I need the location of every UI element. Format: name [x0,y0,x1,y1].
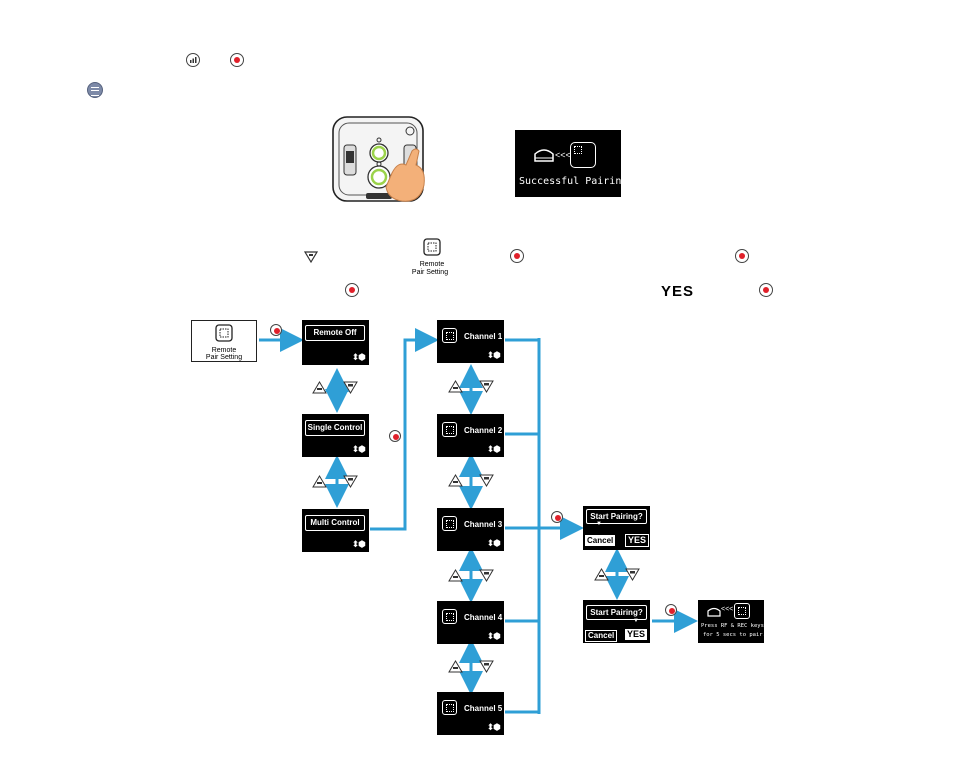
nav-arrows-icon: ⬍⬢ [486,538,501,548]
rec-button-icon [759,283,773,297]
channel-icon [442,328,457,343]
yes-option: YES [625,534,650,547]
channel-label: Channel 3 [464,520,503,529]
box-label-line2: Pair Setting [205,354,243,361]
up-button-icon [448,474,463,487]
remote-pair-setting-icon: Remote Pair Setting [410,238,454,277]
screen-label: Single Control [305,420,365,436]
channel-icon [442,516,457,531]
down-button-icon [479,660,494,673]
signal-chevrons: <<< [555,150,571,160]
single-control-screen: Single Control ⬍⬢ [302,414,369,457]
down-button-icon [479,569,494,582]
box-label-line1: Remote [211,347,237,354]
pairing-prompt: Start Pairing? [586,605,647,620]
remote-pair-setting-line2: Pair Setting [411,269,449,276]
channel-2-screen: Channel 2 ⬍⬢ [437,414,504,457]
rec-button-icon [510,249,524,263]
rec-button-icon [735,249,749,263]
selection-caret: ▼ [633,618,639,624]
rec-button-icon [389,430,401,442]
pairing-wait-line2: for 5 secs to pair... [703,632,773,638]
start-pairing-yes-screen: Start Pairing? ▼ Cancel YES [583,600,650,643]
pairing-wait-screen: <<< Press RF & REC keys for 5 secs to pa… [698,600,773,643]
signal-button-icon [186,53,200,67]
up-button-icon [448,660,463,673]
channel-label: Channel 1 [464,332,503,341]
pairing-success-text: Successful Pairing! [519,176,634,187]
start-pairing-cancel-screen: Start Pairing? ▼ Cancel YES [583,506,650,550]
channel-1-screen: Channel 1 ⬍⬢ [437,320,504,363]
channel-label: Channel 5 [464,704,503,713]
rec-button-icon [230,53,244,67]
pairing-prompt: Start Pairing? [586,509,647,524]
up-button-icon [594,568,609,581]
rec-button-icon [665,604,677,616]
yes-label: YES [661,283,695,300]
remote-device-illustration [332,116,425,202]
selection-caret: ▼ [596,521,602,527]
screen-label: Remote Off [305,325,365,341]
yes-option-selected: YES [625,629,648,640]
channel-label: Channel 2 [464,426,503,435]
up-button-icon [312,381,327,394]
cancel-option-selected: Cancel [585,535,616,546]
rec-button-icon [551,511,563,523]
nav-arrows-icon: ⬍⬢ [486,444,501,454]
note-icon [87,82,103,98]
channel-icon [442,422,457,437]
rec-button-icon [345,283,359,297]
channel-5-screen: Channel 5 ⬍⬢ [437,692,504,735]
channel-icon [442,609,457,624]
nav-arrows-icon: ⬍⬢ [486,350,501,360]
up-button-icon [448,569,463,582]
pairing-success-screen: <<< Successful Pairing! [515,130,633,197]
multi-control-screen: Multi Control ⬍⬢ [302,509,369,552]
signal-chevrons: <<< [721,606,734,613]
channel-3-screen: Channel 3 ⬍⬢ [437,508,504,551]
down-button-icon [479,380,494,393]
channel-label: Channel 4 [464,613,503,622]
remote-off-screen: Remote Off ⬍⬢ [302,320,369,365]
down-button-icon [343,381,358,394]
nav-arrows-icon: ⬍⬢ [351,539,366,549]
down-button-icon [303,251,319,264]
up-button-icon [448,380,463,393]
up-button-icon [312,475,327,488]
remote-unit-icon [534,149,554,162]
rec-button-icon [270,324,282,336]
nav-arrows-icon: ⬍⬢ [486,722,501,732]
down-button-icon [479,474,494,487]
remote-pair-setting-box: Remote Pair Setting [191,320,257,362]
down-button-icon [343,475,358,488]
channel-icon [442,700,457,715]
down-button-icon [625,568,640,581]
channel-4-screen: Channel 4 ⬍⬢ [437,601,504,644]
screen-label: Multi Control [305,515,365,531]
camera-icon [570,142,596,168]
remote-unit-icon [707,607,721,617]
pairing-wait-line1: Press RF & REC keys [701,623,764,629]
nav-arrows-icon: ⬍⬢ [351,444,366,454]
nav-arrows-icon: ⬍⬢ [486,631,501,641]
remote-pair-setting-line1: Remote [419,261,445,268]
nav-arrows-icon: ⬍⬢ [351,352,366,362]
camera-icon [734,603,750,619]
cancel-option: Cancel [585,630,618,642]
